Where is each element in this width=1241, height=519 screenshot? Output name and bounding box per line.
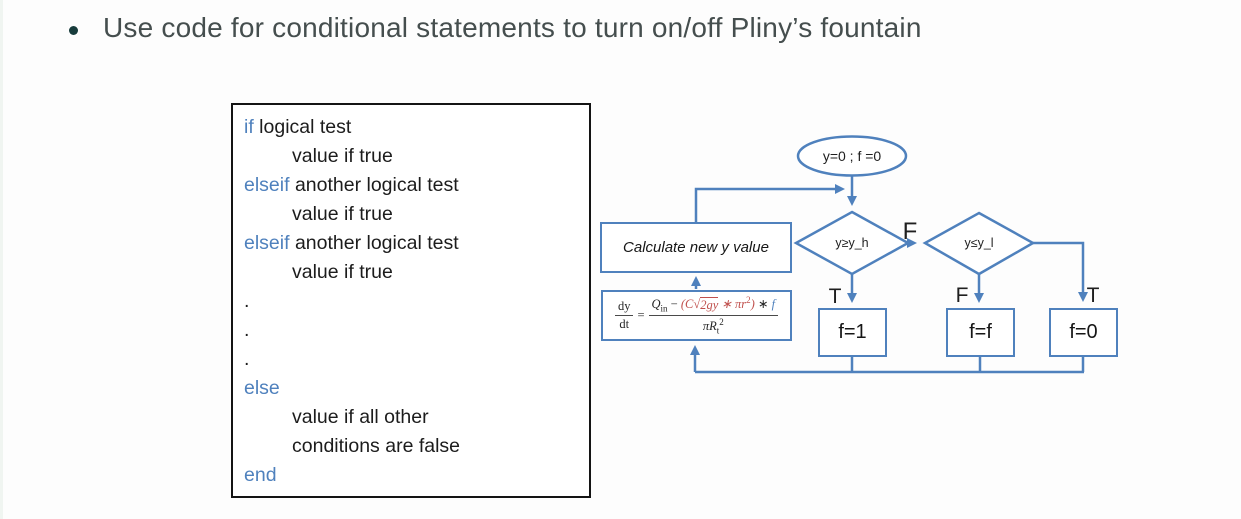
code-text: another logical test bbox=[289, 232, 459, 254]
formula-numerator: Qin − (C√2gy ∗ πr2) ∗ f bbox=[648, 295, 779, 316]
code-text: . bbox=[244, 290, 250, 312]
process-f1-label: f=1 bbox=[838, 321, 867, 343]
keyword-else: else bbox=[244, 377, 280, 399]
code-line: elseif another logical test bbox=[244, 229, 589, 258]
keyword-if: if bbox=[244, 116, 254, 138]
formula-red-open: (C√ bbox=[680, 297, 701, 312]
code-line: elseif another logical test bbox=[244, 171, 589, 200]
formula-red-mid: ∗ πr bbox=[718, 297, 747, 312]
code-line: . bbox=[244, 345, 589, 374]
process-f-equals-0: f=0 bbox=[1049, 308, 1118, 357]
code-text: value if all other bbox=[292, 406, 429, 428]
code-line: value if all other bbox=[244, 403, 589, 432]
formula-radicand: 2gy bbox=[700, 296, 719, 312]
lhs-fraction: dy dt bbox=[614, 299, 634, 332]
code-line: else bbox=[244, 374, 589, 403]
decision-y-high-label: y≥y_h bbox=[835, 236, 868, 250]
decision-y-low-label: y≤y_l bbox=[964, 236, 993, 250]
code-line: . bbox=[244, 287, 589, 316]
flow-connectors bbox=[690, 176, 1088, 374]
code-line: if logical test bbox=[244, 113, 589, 142]
code-text: conditions are false bbox=[292, 435, 461, 457]
process-f-equals-f: f=f bbox=[946, 308, 1015, 357]
code-line: value if true bbox=[244, 142, 589, 171]
keyword-end: end bbox=[244, 464, 277, 486]
code-text: another logical test bbox=[289, 174, 459, 196]
process-ff-label: f=f bbox=[969, 321, 992, 343]
formula-R-sub: t bbox=[716, 325, 720, 336]
code-text: value if true bbox=[292, 145, 393, 167]
code-text: . bbox=[244, 319, 250, 341]
formula-dy: dy bbox=[614, 299, 634, 316]
process-calculate-y-label: Calculate new y value bbox=[623, 239, 769, 256]
code-line: value if true bbox=[244, 200, 589, 229]
arrow-calc-loop bbox=[694, 184, 845, 222]
formula-R-sup: 2 bbox=[719, 317, 724, 327]
formula-ast: ∗ bbox=[754, 297, 772, 312]
formula-f: f bbox=[771, 297, 776, 312]
formula-Q-sub: in bbox=[660, 304, 668, 314]
formula-equals: = bbox=[637, 308, 645, 322]
code-line: end bbox=[244, 461, 589, 490]
process-calculate-y: Calculate new y value bbox=[600, 222, 792, 273]
code-line: conditions are false bbox=[244, 432, 589, 461]
formula-dt: dt bbox=[619, 317, 630, 331]
code-text: . bbox=[244, 348, 250, 370]
rhs-fraction: Qin − (C√2gy ∗ πr2) ∗ f πRt2 bbox=[648, 295, 779, 336]
code-line: . bbox=[244, 316, 589, 345]
code-text: value if true bbox=[292, 261, 393, 283]
code-text: value if true bbox=[292, 203, 393, 225]
flowchart-canvas: y=0 ; f =0 y≥y_h y≤y_l F T F T bbox=[690, 135, 1100, 374]
formula-denominator: πRt2 bbox=[703, 316, 724, 336]
keyword-elseif: elseif bbox=[244, 232, 290, 254]
code-text: logical test bbox=[253, 116, 352, 138]
formula-box: dy dt = Qin − (C√2gy ∗ πr2) ∗ f πRt2 bbox=[601, 290, 792, 341]
decision-y-high bbox=[793, 210, 911, 276]
formula-Q: Q bbox=[651, 297, 661, 312]
bottom-merge-line bbox=[695, 356, 1085, 374]
branch-label-true-2: T bbox=[1087, 284, 1100, 307]
arrow-true-to-f0 bbox=[1033, 241, 1088, 302]
start-terminator bbox=[796, 135, 908, 177]
formula-red-close: ) bbox=[750, 297, 755, 312]
formula-minus: − bbox=[667, 297, 681, 312]
matlab-if-syntax-box: if logical test value if true elseif ano… bbox=[231, 103, 591, 498]
process-f-equals-1: f=1 bbox=[818, 308, 887, 357]
slide-title-row: Use code for conditional statements to t… bbox=[3, 8, 1241, 52]
bullet-icon bbox=[69, 26, 78, 35]
decision-y-low bbox=[922, 211, 1036, 276]
process-f0-label: f=0 bbox=[1069, 321, 1098, 343]
formula-red-sup: 2 bbox=[746, 295, 751, 306]
code-line: value if true bbox=[244, 258, 589, 287]
start-terminator-label: y=0 ; f =0 bbox=[823, 148, 882, 164]
formula-piR: πR bbox=[702, 319, 717, 334]
keyword-elseif: elseif bbox=[244, 174, 290, 196]
branch-label-true-1: T bbox=[829, 285, 842, 308]
page-title: Use code for conditional statements to t… bbox=[103, 12, 922, 43]
branch-label-false-mid: F bbox=[903, 218, 918, 245]
branch-label-false-2: F bbox=[956, 284, 969, 307]
